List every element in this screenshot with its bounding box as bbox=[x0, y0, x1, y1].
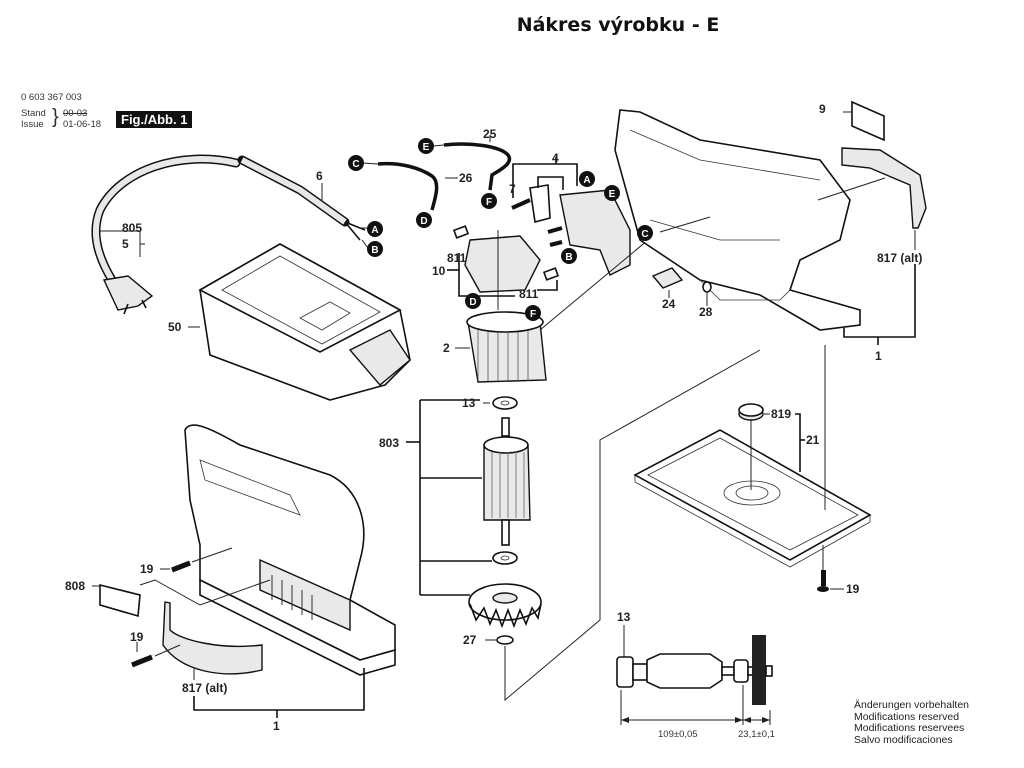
end-cap-right bbox=[841, 147, 927, 229]
label-part-4: 4 bbox=[552, 151, 559, 165]
wire-26 bbox=[377, 161, 439, 211]
connector-marker-d-stator: D bbox=[465, 293, 481, 309]
label-part-811-bottom: 811 bbox=[519, 287, 539, 301]
figure-badge: Fig./Abb. 1 bbox=[116, 111, 193, 128]
svg-text:F: F bbox=[486, 197, 492, 208]
svg-text:D: D bbox=[420, 216, 427, 227]
label-part-805: 805 bbox=[122, 221, 142, 235]
label-part-26: 26 bbox=[459, 171, 473, 185]
screw-19-right bbox=[817, 570, 829, 592]
label-part-10: 10 bbox=[432, 264, 446, 278]
label-part-808: 808 bbox=[65, 579, 85, 593]
svg-text:B: B bbox=[565, 252, 572, 263]
label-part-25: 25 bbox=[483, 127, 497, 141]
washer bbox=[496, 635, 514, 645]
connector-marker-d-wire: D bbox=[416, 212, 432, 228]
screw-19-left-top bbox=[171, 560, 191, 573]
bearing-top bbox=[492, 396, 518, 410]
damper-819 bbox=[738, 403, 764, 421]
label-part-1-bottom: 1 bbox=[273, 719, 280, 733]
connector-marker-e-wire: E bbox=[418, 138, 434, 154]
label-part-819: 819 bbox=[771, 407, 791, 421]
plug bbox=[102, 275, 154, 311]
svg-text:A: A bbox=[371, 225, 378, 236]
connector-marker-b-switch: B bbox=[561, 248, 577, 264]
label-part-1-top: 1 bbox=[875, 349, 882, 363]
label-part-19-left-top: 19 bbox=[140, 562, 154, 576]
label-part-50: 50 bbox=[168, 320, 182, 334]
dimension-fan-offset: 23,1±0,1 bbox=[738, 729, 775, 740]
label-plate bbox=[851, 100, 885, 142]
connector-marker-a-cord: A bbox=[367, 221, 383, 237]
svg-text:D: D bbox=[469, 297, 476, 308]
armature-detail bbox=[616, 635, 773, 705]
page-title: Nákres výrobku - E bbox=[516, 14, 720, 36]
note-en: Modifications reserved bbox=[854, 710, 960, 723]
connector-marker-e-switch: E bbox=[604, 185, 620, 201]
svg-text:A: A bbox=[583, 175, 590, 186]
note-es: Salvo modificaciones bbox=[854, 733, 953, 746]
connector-marker-b-cord: B bbox=[367, 241, 383, 257]
svg-text:E: E bbox=[609, 189, 616, 200]
label-part-13-top: 13 bbox=[462, 396, 476, 410]
fan bbox=[468, 583, 542, 629]
power-cord bbox=[91, 154, 366, 315]
connector-marker-c-wire: C bbox=[348, 155, 364, 171]
svg-text:B: B bbox=[371, 245, 378, 256]
stand-label: Stand bbox=[21, 108, 46, 119]
housing bbox=[614, 109, 861, 331]
note-fr: Modifications reservees bbox=[854, 722, 965, 734]
dust-box bbox=[198, 243, 411, 401]
sander-body bbox=[184, 424, 396, 676]
label-part-28: 28 bbox=[699, 305, 713, 319]
switch-assembly bbox=[511, 184, 631, 276]
armature bbox=[483, 417, 531, 546]
note-de: Änderungen vorbehalten bbox=[854, 699, 970, 711]
wire-25 bbox=[443, 142, 512, 191]
label-part-6: 6 bbox=[316, 169, 323, 183]
connector-marker-a-switch: A bbox=[579, 171, 595, 187]
end-cap-left bbox=[162, 601, 263, 675]
issue-value: 01-06-18 bbox=[63, 119, 102, 130]
pin bbox=[702, 281, 712, 293]
svg-text:F: F bbox=[530, 309, 536, 320]
base-plate bbox=[633, 429, 872, 568]
connector-marker-f-stator: F bbox=[525, 305, 541, 321]
gasket bbox=[651, 267, 684, 289]
svg-text:C: C bbox=[352, 159, 359, 170]
label-part-817-right: 817 (alt) bbox=[877, 251, 922, 265]
bearing-bottom bbox=[492, 551, 518, 565]
label-part-803: 803 bbox=[379, 436, 399, 450]
label-808 bbox=[99, 583, 141, 618]
label-part-27: 27 bbox=[463, 633, 477, 647]
label-part-5: 5 bbox=[122, 237, 129, 251]
stand-value: 00-03 bbox=[63, 108, 88, 119]
label-part-19-right: 19 bbox=[846, 582, 860, 596]
label-part-19-left-bottom: 19 bbox=[130, 630, 144, 644]
brace: } bbox=[52, 106, 59, 128]
label-part-13-detail: 13 bbox=[617, 610, 631, 624]
dimension-armature-length: 109±0,05 bbox=[658, 729, 698, 740]
label-part-21: 21 bbox=[806, 433, 820, 447]
label-part-24: 24 bbox=[662, 297, 676, 311]
svg-text:E: E bbox=[423, 142, 430, 153]
connector-marker-c-switch: C bbox=[637, 225, 653, 241]
stator bbox=[466, 311, 547, 383]
label-part-9: 9 bbox=[819, 102, 826, 116]
svg-text:C: C bbox=[641, 229, 648, 240]
part-number: 0 603 367 003 bbox=[21, 92, 82, 103]
label-part-2: 2 bbox=[443, 341, 450, 355]
screw-19-left-bottom bbox=[131, 654, 153, 668]
label-part-811-left: 811 bbox=[447, 251, 467, 265]
label-part-817-left: 817 (alt) bbox=[182, 681, 227, 695]
issue-label: Issue bbox=[21, 119, 44, 130]
label-part-7: 7 bbox=[509, 182, 516, 196]
connector-marker-f-wire: F bbox=[481, 193, 497, 209]
brush-holder bbox=[452, 225, 560, 310]
modification-notes: Änderungen vorbehalten Modifications res… bbox=[854, 699, 970, 746]
